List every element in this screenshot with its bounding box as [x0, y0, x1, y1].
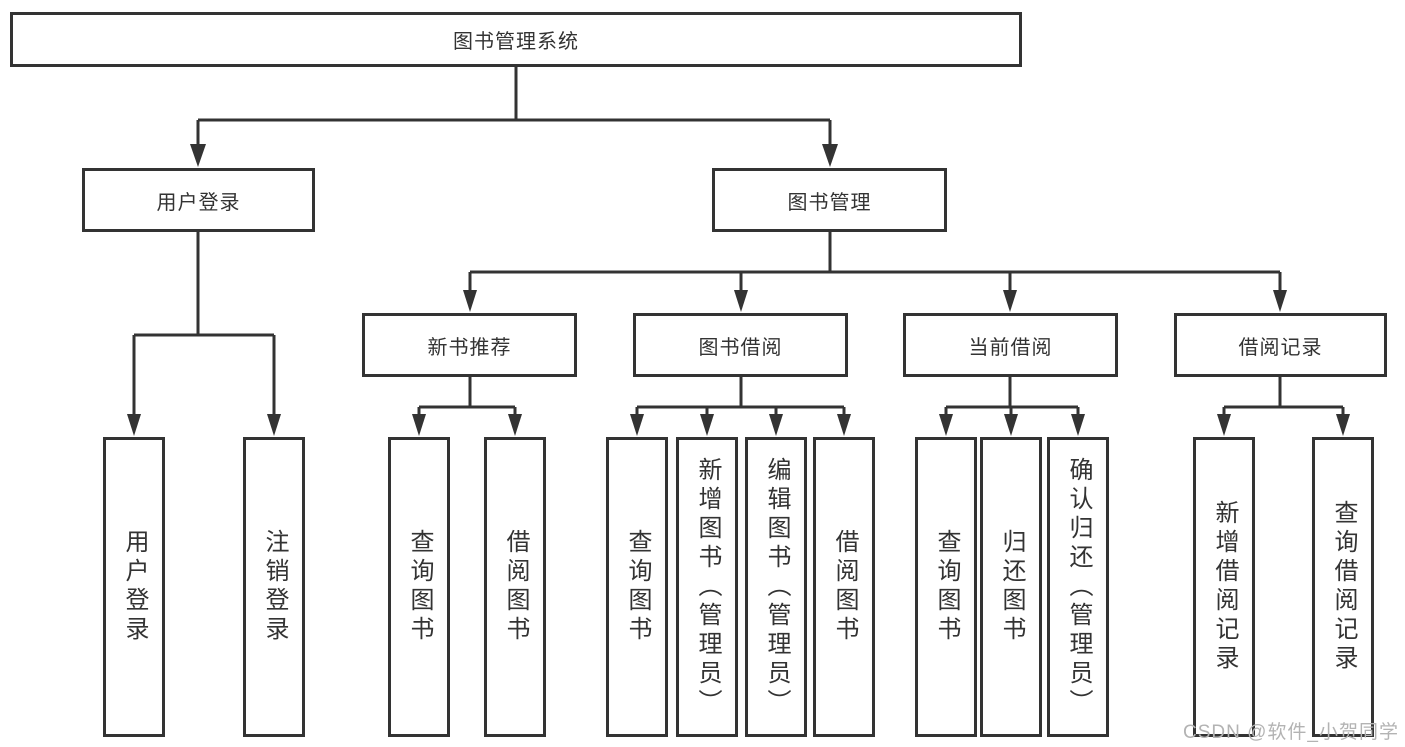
arrow-icon	[127, 414, 141, 436]
leaf-label: 查询图书	[624, 529, 651, 645]
leaf-label: 查询图书	[933, 529, 960, 645]
arrow-icon	[734, 290, 748, 312]
arrowheads	[127, 144, 1350, 436]
node-leaf-query-book-3: 查询图书	[915, 437, 977, 737]
leaf-label: 新增图书（管理员）	[694, 456, 721, 718]
node-user-login-label: 用户登录	[156, 191, 241, 214]
arrow-icon	[1004, 414, 1018, 436]
node-book-borrow: 图书借阅	[633, 313, 848, 377]
node-leaf-add-book-admin: 新增图书（管理员）	[676, 437, 738, 737]
watermark: CSDN @软件_小贺同学	[1183, 722, 1399, 743]
connector-book-borrow	[635, 377, 846, 415]
node-leaf-confirm-return-admin: 确认归还（管理员）	[1047, 437, 1109, 737]
arrow-icon	[463, 290, 477, 312]
node-root: 图书管理系统	[10, 12, 1022, 67]
node-book-management: 图书管理	[712, 168, 947, 232]
node-leaf-borrow-book-2: 借阅图书	[813, 437, 875, 737]
arrow-icon	[700, 414, 714, 436]
node-book-borrow-label: 图书借阅	[698, 336, 783, 359]
connector-root	[196, 67, 832, 146]
leaf-label: 查询借阅记录	[1330, 500, 1357, 674]
connector-book-management	[468, 232, 1282, 291]
connector-current-borrow	[944, 377, 1080, 415]
node-root-label: 图书管理系统	[453, 31, 579, 53]
node-leaf-logout: 注销登录	[243, 437, 305, 737]
node-book-management-label: 图书管理	[787, 191, 872, 214]
connector-user-login	[132, 232, 276, 416]
arrow-icon	[630, 414, 644, 436]
arrow-icon	[822, 144, 838, 167]
arrow-icon	[837, 414, 851, 436]
arrow-icon	[190, 144, 206, 167]
leaf-label: 注销登录	[261, 529, 288, 645]
node-leaf-user-login: 用户登录	[103, 437, 165, 737]
leaf-label: 归还图书	[998, 529, 1025, 645]
node-leaf-return-book: 归还图书	[980, 437, 1042, 737]
node-leaf-borrow-book-1: 借阅图书	[484, 437, 546, 737]
arrow-icon	[1336, 414, 1350, 436]
arrow-icon	[508, 414, 522, 436]
arrow-icon	[267, 414, 281, 436]
leaf-label: 确认归还（管理员）	[1065, 456, 1092, 718]
connector-borrow-record	[1222, 377, 1345, 415]
leaf-label: 查询图书	[406, 529, 433, 645]
leaf-label: 编辑图书（管理员）	[763, 456, 790, 718]
arrow-icon	[1003, 290, 1017, 312]
node-leaf-query-borrow-record: 查询借阅记录	[1312, 437, 1374, 737]
node-leaf-query-book-2: 查询图书	[606, 437, 668, 737]
arrow-icon	[1273, 290, 1287, 312]
arrow-icon	[1071, 414, 1085, 436]
node-current-borrow-label: 当前借阅	[968, 336, 1053, 359]
leaf-label: 新增借阅记录	[1211, 500, 1238, 674]
leaf-label: 借阅图书	[831, 529, 858, 645]
arrow-icon	[412, 414, 426, 436]
node-user-login: 用户登录	[82, 168, 315, 232]
node-leaf-query-book-1: 查询图书	[388, 437, 450, 737]
node-leaf-edit-book-admin: 编辑图书（管理员）	[745, 437, 807, 737]
node-new-book-recommend-label: 新书推荐	[427, 336, 512, 359]
arrow-icon	[939, 414, 953, 436]
node-borrow-record-label: 借阅记录	[1238, 336, 1323, 359]
arrow-icon	[769, 414, 783, 436]
node-leaf-add-borrow-record: 新增借阅记录	[1193, 437, 1255, 737]
node-borrow-record: 借阅记录	[1174, 313, 1387, 377]
node-current-borrow: 当前借阅	[903, 313, 1118, 377]
leaf-label: 借阅图书	[502, 529, 529, 645]
node-new-book-recommend: 新书推荐	[362, 313, 577, 377]
connector-new-book-recommend	[417, 377, 517, 415]
leaf-label: 用户登录	[121, 529, 148, 645]
arrow-icon	[1217, 414, 1231, 436]
